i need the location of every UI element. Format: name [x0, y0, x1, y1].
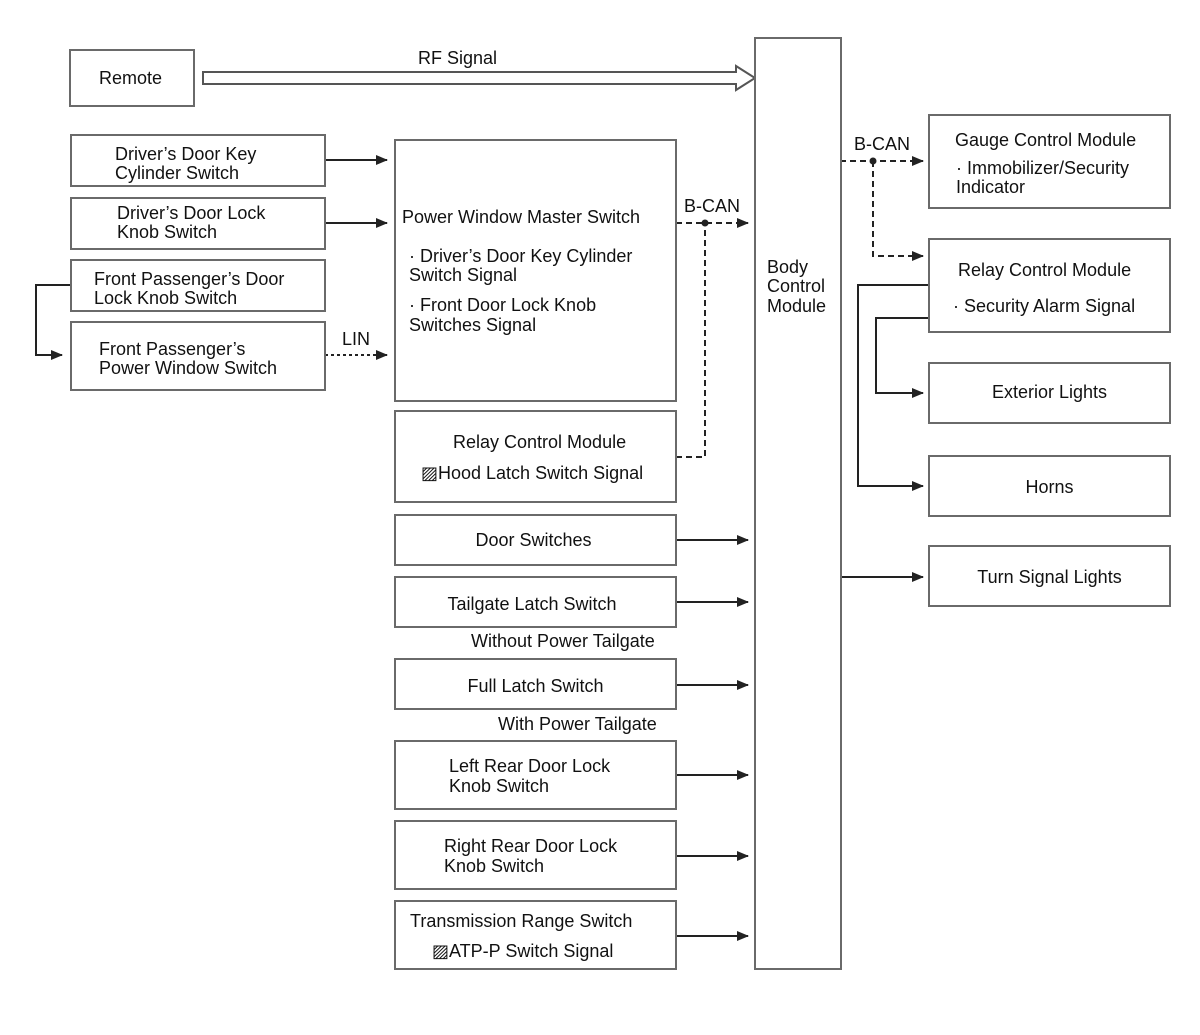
transmission-range-signal: ▨ATP-P Switch Signal — [432, 941, 614, 961]
drivers-door-lock-knob-switch-line1: Driver’s Door Lock — [117, 203, 266, 223]
gauge-item-line1: · Immobilizer/Security — [956, 158, 1130, 178]
transmission-range-switch-box — [394, 900, 677, 970]
front-passenger-door-lock-knob-switch-line1: Front Passenger’s Door — [94, 269, 285, 289]
front-passenger-door-lock-knob-switch-box — [70, 259, 326, 312]
line-passenger-door-to-window-switch — [35, 284, 70, 360]
full-latch-switch-box — [394, 658, 677, 710]
relay-control-module-left-box — [394, 410, 677, 503]
full-latch-switch-label: Full Latch Switch — [467, 676, 604, 696]
drivers-door-key-cylinder-switch-line2: Cylinder Switch — [115, 163, 240, 183]
lin-label: LIN — [342, 329, 371, 349]
relay-right-item: · Security Alarm Signal — [953, 296, 1136, 316]
left-rear-knob-line2: Knob Switch — [449, 776, 550, 796]
tailgate-latch-switch-label: Tailgate Latch Switch — [447, 594, 617, 614]
pwm-title: Power Window Master Switch — [402, 207, 641, 227]
horns-label: Horns — [1025, 477, 1074, 497]
left-rear-door-lock-knob-switch-box — [394, 740, 677, 810]
relay-right-title: Relay Control Module — [958, 260, 1132, 280]
relay-left-title: Relay Control Module — [453, 432, 627, 452]
bcan-right-label: B-CAN — [854, 134, 911, 154]
front-passenger-power-window-switch-box — [70, 321, 326, 391]
with-power-tailgate-label: With Power Tailgate — [498, 714, 657, 734]
bcan-dashed-relay-link — [676, 223, 706, 458]
without-power-tailgate-label: Without Power Tailgate — [471, 631, 655, 651]
body-control-module-box — [754, 37, 842, 970]
power-window-master-switch-box — [394, 139, 677, 402]
gauge-item-line2: Indicator — [956, 177, 1026, 197]
relay-control-module-right-box — [928, 238, 1171, 333]
door-switches-box — [394, 514, 677, 566]
drivers-door-key-cylinder-switch-line1: Driver’s Door Key — [115, 144, 257, 164]
rf-signal-label: RF Signal — [418, 48, 498, 68]
remote-label: Remote — [99, 68, 163, 88]
drivers-door-lock-knob-switch-box — [70, 197, 326, 250]
bcm-line1: Body — [767, 257, 809, 277]
bcan-dashed-to-relay — [872, 161, 924, 261]
exterior-lights-label: Exterior Lights — [991, 382, 1108, 402]
remote-box — [69, 49, 195, 107]
drivers-door-key-cylinder-switch-box — [70, 134, 326, 187]
gauge-title: Gauge Control Module — [955, 130, 1137, 150]
drivers-door-lock-knob-switch-line2: Knob Switch — [117, 222, 218, 242]
rf-signal-arrow — [202, 64, 757, 92]
left-rear-knob-line1: Left Rear Door Lock — [449, 756, 611, 776]
pwm-item2-line1: · Front Door Lock Knob — [409, 295, 597, 315]
pwm-item2-line2: Switches Signal — [409, 315, 537, 335]
bcm-line2: Control — [767, 276, 826, 296]
door-switches-label: Door Switches — [475, 530, 592, 550]
pwm-item1-line2: Switch Signal — [409, 265, 518, 285]
turn-signal-lights-label: Turn Signal Lights — [977, 567, 1122, 587]
right-rear-knob-line2: Knob Switch — [444, 856, 545, 876]
right-rear-door-lock-knob-switch-box — [394, 820, 677, 890]
bcm-line3: Module — [767, 296, 827, 316]
transmission-range-title: Transmission Range Switch — [410, 911, 633, 931]
front-passenger-door-lock-knob-switch-line2: Lock Knob Switch — [94, 288, 238, 308]
front-passenger-power-window-switch-line1: Front Passenger’s — [99, 339, 246, 359]
tailgate-latch-switch-box — [394, 576, 677, 628]
bcan-left-label: B-CAN — [684, 196, 741, 216]
front-passenger-power-window-switch-line2: Power Window Switch — [99, 358, 278, 378]
exterior-lights-box — [928, 362, 1171, 424]
turn-signal-lights-box — [928, 545, 1171, 607]
right-rear-knob-line1: Right Rear Door Lock — [444, 836, 618, 856]
line-relay-to-horns — [857, 284, 930, 491]
pwm-item1-line1: · Driver’s Door Key Cylinder — [409, 246, 633, 266]
gauge-control-module-box — [928, 114, 1171, 209]
relay-left-signal: ▨Hood Latch Switch Signal — [421, 463, 644, 483]
line-relay-to-exterior-lights — [875, 317, 930, 398]
horns-box — [928, 455, 1171, 517]
